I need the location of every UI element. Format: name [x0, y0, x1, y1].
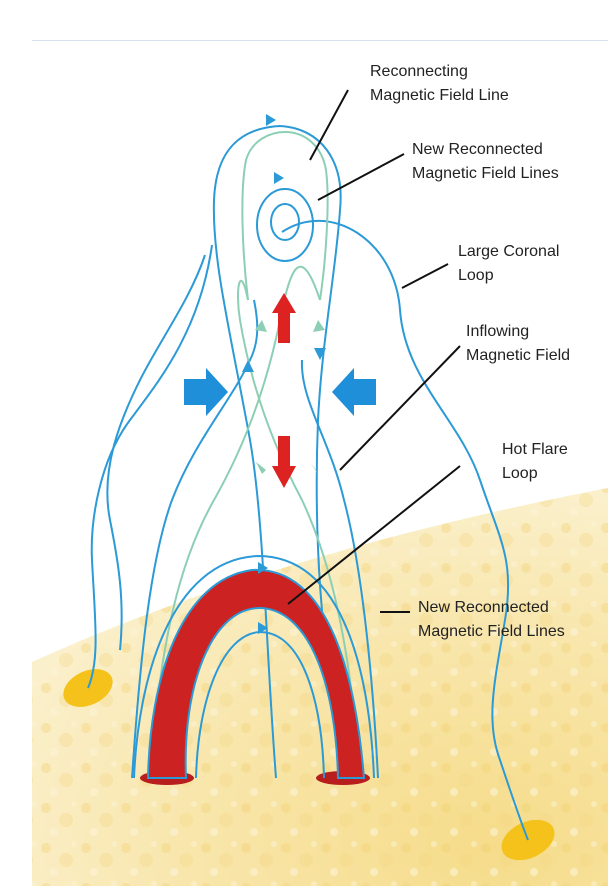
label-new-reconnected-top: New Reconnected Magnetic Field Lines: [412, 141, 559, 182]
label-hot-flare-loop: Hot Flare Loop: [502, 441, 572, 482]
magnetic-reconnection-diagram: Reconnecting Magnetic Field Line New Rec…: [32, 40, 608, 886]
label-inflowing-field: Inflowing Magnetic Field: [466, 323, 570, 364]
outflow-arrow-up: [272, 293, 296, 343]
label-large-coronal-loop: Large Coronal Loop: [458, 243, 564, 284]
label-reconnecting-line: Reconnecting Magnetic Field Line: [370, 63, 509, 104]
inflow-arrow-right: [332, 368, 376, 416]
